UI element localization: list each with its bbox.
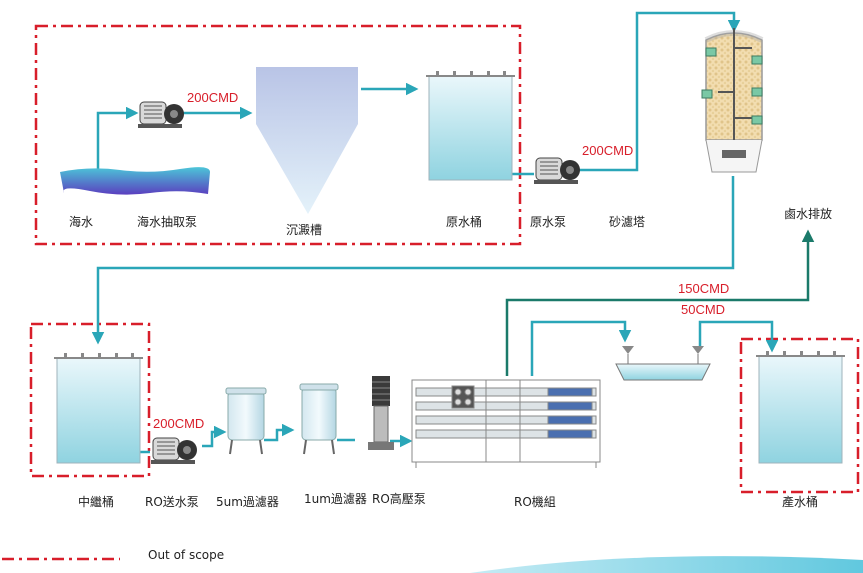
filter-5um-icon — [225, 387, 267, 455]
label-brine-discharge: 鹵水排放 — [784, 206, 832, 221]
legend-label: Out of scope — [148, 548, 224, 562]
ro-hp-pump-icon — [368, 376, 394, 450]
label-seawater: 海水 — [69, 214, 93, 229]
scope-box-relay — [29, 322, 151, 478]
flow-label-relay: 200CMD — [153, 416, 204, 431]
label-ro-unit: RO機組 — [514, 494, 556, 509]
flow-label-seawater: 200CMD — [187, 90, 238, 105]
label-raw-water-tank: 原水桶 — [446, 214, 482, 229]
seawater-pump-icon — [138, 101, 184, 128]
label-raw-water-pump: 原水泵 — [530, 215, 566, 229]
raw-water-tank-icon — [426, 71, 515, 181]
scope-box-product — [739, 337, 860, 494]
label-ro-hp-pump: RO高壓泵 — [372, 491, 426, 506]
pipes — [91, 11, 779, 454]
pipe-ro-product — [530, 320, 632, 376]
product-tray-icon — [615, 346, 711, 381]
label-filter-5um: 5um過濾器 — [216, 494, 279, 509]
pipe-tray-to-product — [698, 320, 779, 353]
filter-1um-icon — [299, 383, 339, 455]
label-settling-tank: 沉澱槽 — [286, 223, 322, 237]
label-sand-filter: 砂濾塔 — [609, 214, 645, 229]
seawater-icon — [60, 167, 210, 195]
ro-feed-pump-icon — [151, 437, 197, 464]
product-tank-icon — [756, 351, 845, 464]
ro-unit-icon — [411, 379, 601, 468]
sand-filter-icon — [701, 28, 764, 173]
label-product-tank: 產水桶 — [782, 494, 818, 509]
pipe-sea-to-pump — [96, 106, 139, 172]
settling-tank-icon — [256, 67, 358, 214]
pipe-feedpump-to-5um — [202, 425, 227, 448]
flow-label-brine: 150CMD — [678, 281, 729, 296]
flow-label-raw: 200CMD — [582, 143, 633, 158]
flow-label-product: 50CMD — [681, 302, 725, 317]
scope-box-pretreatment — [34, 24, 522, 246]
pipe-5um-to-1um — [264, 423, 295, 442]
label-ro-feed-pump: RO送水泵 — [145, 494, 199, 509]
label-relay-tank: 中繼桶 — [78, 494, 114, 509]
label-seawater-pump: 海水抽取泵 — [137, 214, 197, 229]
pipe-brine-discharge — [505, 229, 815, 376]
pipe-pump-to-sandfilter — [576, 11, 741, 172]
relay-tank-icon — [54, 353, 143, 464]
pipe-sandfilter-to-relay — [91, 176, 735, 345]
raw-water-pump-icon — [534, 157, 580, 184]
label-filter-1um: 1um過濾器 — [304, 491, 367, 506]
decorative-wave — [470, 556, 863, 573]
